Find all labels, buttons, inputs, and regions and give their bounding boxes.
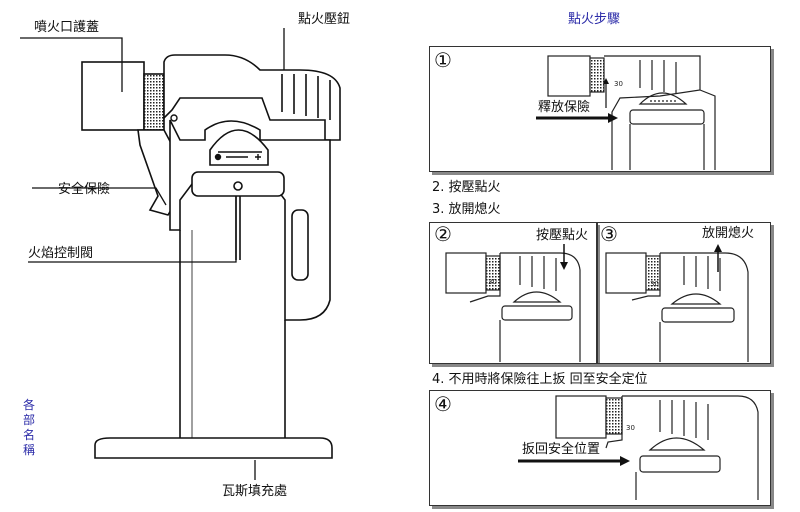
label-flame-valve: 火焰控制閥 [28, 246, 94, 261]
svg-text:30: 30 [650, 280, 659, 288]
nozzle-cover-shape [81, 61, 145, 131]
step4-drawing: 30 [555, 395, 759, 500]
label-nozzle-cover: 噴火口護蓋 [34, 20, 100, 35]
valve-symbols [170, 114, 261, 161]
base-shape [94, 437, 333, 459]
step2-panel [429, 222, 597, 364]
step3-text: 3. 放開熄火 [432, 202, 501, 217]
step2-text: 2. 按壓點火 [432, 180, 501, 195]
torch-body [81, 54, 341, 459]
step3-drawing: 30 [605, 252, 749, 362]
step1-callout: 釋放保險 [538, 100, 591, 115]
step3-callout: 放開熄火 [702, 226, 755, 241]
label-safety-lock: 安全保險 [58, 182, 111, 197]
nozzle-mesh [143, 73, 165, 131]
step4-callout: 扳回安全位置 [522, 442, 601, 457]
flame-valve-ring [191, 171, 285, 197]
step2-drawing: 30 [445, 252, 581, 362]
svg-text:30: 30 [614, 80, 623, 88]
step4-panel [429, 390, 771, 506]
step3-panel [597, 222, 771, 364]
step2-callout: 按壓點火 [536, 228, 589, 243]
step1-drawing: 30 [547, 55, 716, 170]
leader-lines [20, 28, 285, 480]
step3-number: ③ [600, 222, 618, 246]
svg-text:30: 30 [488, 278, 497, 286]
step2-number: ② [434, 222, 452, 246]
svg-text:30: 30 [626, 424, 635, 432]
step4-number: ④ [434, 392, 452, 416]
valve-dome [209, 129, 269, 166]
step4-text: 4. 不用時將保險往上扳 回至安全定位 [432, 372, 648, 387]
parts-names-vertical: 各 部 名 稱 [22, 398, 35, 457]
label-ignition-button: 點火壓鈕 [298, 12, 351, 27]
step1-number: ① [434, 48, 452, 72]
step1-panel [429, 46, 771, 172]
steps-title: 點火步驟 [568, 12, 621, 27]
gas-column [179, 230, 286, 440]
label-gas-filler: 瓦斯填充處 [222, 484, 288, 499]
